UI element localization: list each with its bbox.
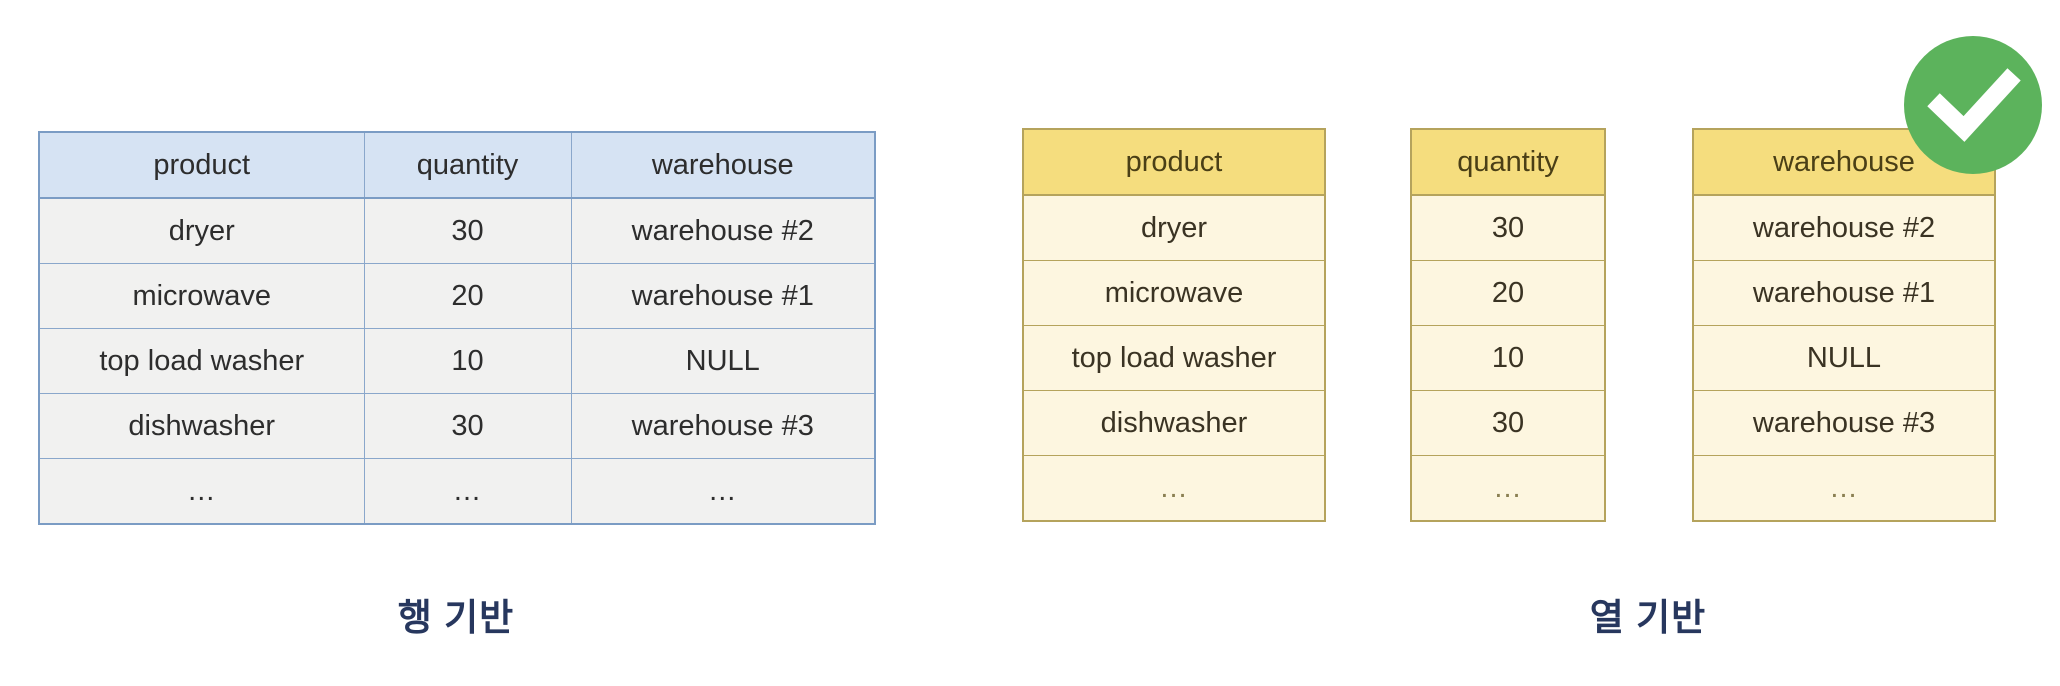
table-row: dishwasher 30 warehouse #3 — [38, 393, 876, 459]
cell-warehouse: warehouse #3 — [570, 393, 876, 459]
list-item: NULL — [1692, 325, 1996, 391]
cell-product: top load washer — [38, 328, 365, 394]
list-item: 30 — [1410, 194, 1606, 261]
column-header-row: product — [1022, 128, 1326, 196]
table-row: microwave 20 warehouse #1 — [38, 263, 876, 329]
table-row: dryer 30 warehouse #2 — [38, 197, 876, 264]
column-table-quantity-wrapper: quantity 30 20 10 30 ... — [1410, 128, 1606, 522]
list-item: 10 — [1410, 325, 1606, 391]
cell-product: dryer — [38, 197, 365, 264]
cell-warehouse-ellipsis: ... — [570, 458, 876, 525]
cell-product-ellipsis: ... — [1022, 455, 1326, 522]
cell-quantity: 10 — [363, 328, 572, 394]
list-item: dishwasher — [1022, 390, 1326, 456]
cell-warehouse: warehouse #3 — [1692, 390, 1996, 456]
column-table-quantity: quantity 30 20 10 30 ... — [1410, 128, 1606, 522]
column-table-warehouse: warehouse warehouse #2 warehouse #1 NULL… — [1692, 128, 1996, 522]
cell-product: microwave — [38, 263, 365, 329]
caption-column-based: 열 기반 — [1589, 597, 1707, 638]
cell-product-ellipsis: ... — [38, 458, 365, 525]
column-table-product-wrapper: product dryer microwave top load washer … — [1022, 128, 1326, 522]
cell-quantity: 20 — [1410, 260, 1606, 326]
cell-quantity: 20 — [363, 263, 572, 329]
column-header-quantity: quantity — [363, 131, 572, 199]
cell-quantity: 30 — [363, 393, 572, 459]
table-header-row: product quantity warehouse — [38, 131, 876, 199]
row-based-table: product quantity warehouse dryer 30 ware… — [38, 131, 876, 525]
cell-product: dishwasher — [1022, 390, 1326, 456]
cell-quantity: 10 — [1410, 325, 1606, 391]
caption-row-based: 행 기반 — [397, 597, 515, 638]
cell-warehouse: NULL — [570, 328, 876, 394]
cell-product: dishwasher — [38, 393, 365, 459]
column-header-quantity: quantity — [1410, 128, 1606, 196]
check-circle-icon — [1904, 36, 2042, 174]
table-row: top load washer 10 NULL — [38, 328, 876, 394]
list-item-ellipsis: ... — [1410, 455, 1606, 522]
column-table-product: product dryer microwave top load washer … — [1022, 128, 1326, 522]
list-item: dryer — [1022, 194, 1326, 261]
cell-warehouse: warehouse #2 — [1692, 194, 1996, 261]
column-header-product: product — [1022, 128, 1326, 196]
list-item: microwave — [1022, 260, 1326, 326]
list-item: top load washer — [1022, 325, 1326, 391]
column-header-warehouse: warehouse — [570, 131, 876, 199]
column-table-warehouse-wrapper: warehouse warehouse #2 warehouse #1 NULL… — [1692, 128, 1996, 522]
list-item: warehouse #2 — [1692, 194, 1996, 261]
cell-warehouse: NULL — [1692, 325, 1996, 391]
list-item: 30 — [1410, 390, 1606, 456]
cell-quantity: 30 — [1410, 194, 1606, 261]
cell-quantity-ellipsis: ... — [1410, 455, 1606, 522]
list-item-ellipsis: ... — [1692, 455, 1996, 522]
cell-warehouse: warehouse #1 — [570, 263, 876, 329]
list-item: warehouse #1 — [1692, 260, 1996, 326]
list-item: warehouse #3 — [1692, 390, 1996, 456]
cell-warehouse: warehouse #2 — [570, 197, 876, 264]
table-row-ellipsis: ... ... ... — [38, 458, 876, 525]
cell-warehouse-ellipsis: ... — [1692, 455, 1996, 522]
cell-product: top load washer — [1022, 325, 1326, 391]
cell-quantity: 30 — [363, 197, 572, 264]
column-header-row: quantity — [1410, 128, 1606, 196]
cell-warehouse: warehouse #1 — [1692, 260, 1996, 326]
list-item: 20 — [1410, 260, 1606, 326]
cell-product: microwave — [1022, 260, 1326, 326]
cell-quantity: 30 — [1410, 390, 1606, 456]
list-item-ellipsis: ... — [1022, 455, 1326, 522]
cell-quantity-ellipsis: ... — [363, 458, 572, 525]
column-header-product: product — [38, 131, 365, 199]
cell-product: dryer — [1022, 194, 1326, 261]
